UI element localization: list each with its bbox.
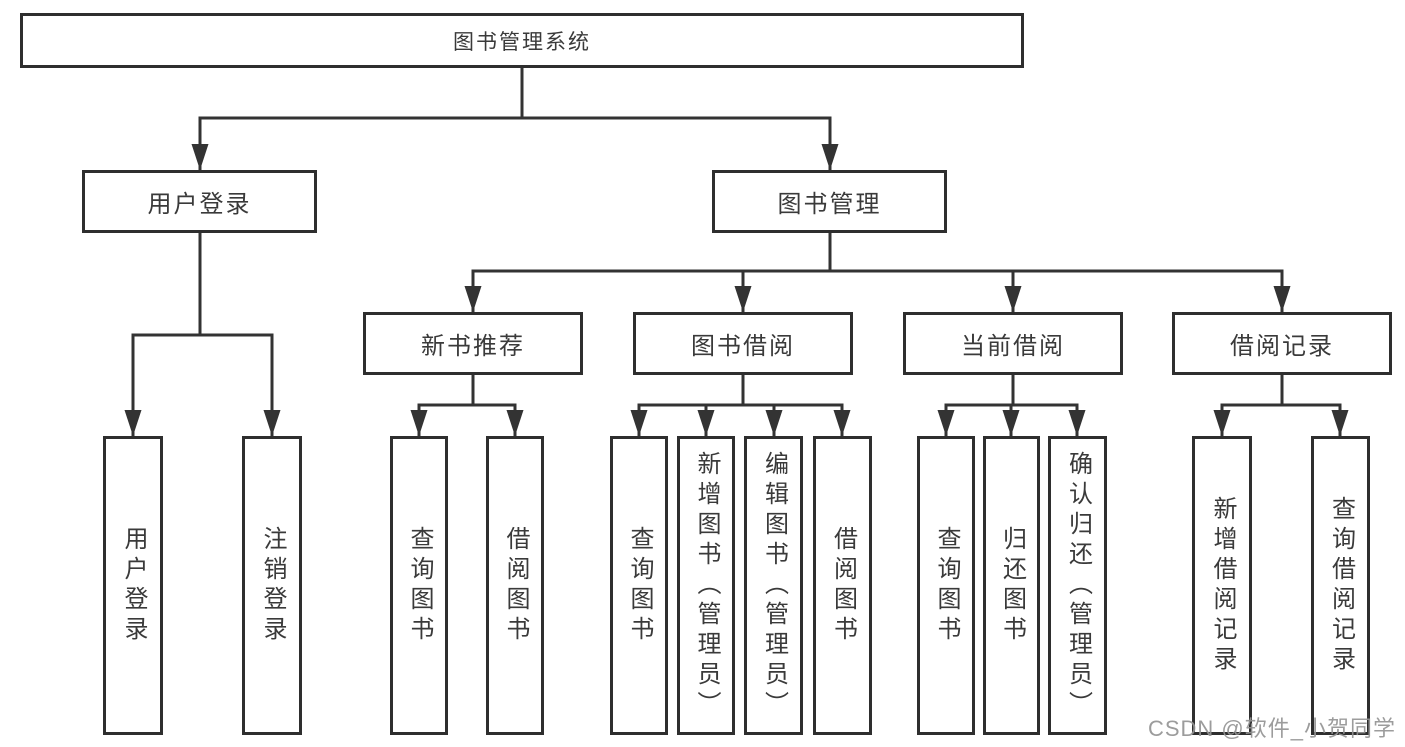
- leaf-query-books-recommend-label: 查询图书: [406, 525, 433, 646]
- node-new-book-recommendation: 新书推荐: [363, 312, 583, 375]
- node-new-book-recommendation-label: 新书推荐: [421, 333, 525, 360]
- leaf-query-books-borrowing: 查询图书: [610, 436, 668, 735]
- leaf-logout-label: 注销登录: [259, 525, 286, 646]
- node-user-login: 用户登录: [82, 170, 317, 233]
- node-book-management: 图书管理: [712, 170, 947, 233]
- leaf-borrow-books-recommend: 借阅图书: [486, 436, 544, 735]
- leaf-user-login: 用户登录: [103, 436, 163, 735]
- leaf-query-books-recommend: 查询图书: [390, 436, 448, 735]
- node-current-borrowing-label: 当前借阅: [961, 333, 1065, 360]
- leaf-query-books-current: 查询图书: [917, 436, 975, 735]
- leaf-borrow-books-borrowing: 借阅图书: [813, 436, 872, 735]
- node-borrowing-records: 借阅记录: [1172, 312, 1392, 375]
- leaf-query-borrow-record-label: 查询借阅记录: [1327, 495, 1355, 676]
- leaf-return-book: 归还图书: [983, 436, 1040, 735]
- node-library-management-system-label: 图书管理系统: [453, 30, 591, 54]
- leaf-query-books-borrowing-label: 查询图书: [626, 525, 653, 646]
- node-book-borrowing: 图书借阅: [633, 312, 853, 375]
- leaf-edit-book-admin: 编辑图书（管理员）: [744, 436, 803, 735]
- node-user-login-label: 用户登录: [147, 191, 252, 218]
- leaf-confirm-return-admin: 确认归还（管理员）: [1048, 436, 1107, 735]
- leaf-add-book-admin-label: 新增图书（管理员）: [693, 450, 720, 721]
- leaf-query-borrow-record: 查询借阅记录: [1311, 436, 1370, 735]
- node-book-borrowing-label: 图书借阅: [691, 333, 795, 360]
- leaf-return-book-label: 归还图书: [998, 525, 1026, 646]
- leaf-user-login-label: 用户登录: [120, 525, 147, 646]
- leaf-edit-book-admin-label: 编辑图书（管理员）: [760, 450, 788, 721]
- leaf-add-borrow-record-label: 新增借阅记录: [1209, 495, 1236, 676]
- leaf-add-borrow-record: 新增借阅记录: [1192, 436, 1252, 735]
- leaf-add-book-admin: 新增图书（管理员）: [677, 436, 735, 735]
- csdn-watermark: CSDN @软件_小贺同学: [1147, 716, 1396, 741]
- leaf-confirm-return-admin-label: 确认归还（管理员）: [1064, 450, 1092, 721]
- node-library-management-system: 图书管理系统: [20, 13, 1024, 68]
- leaf-borrow-books-borrowing-label: 借阅图书: [829, 525, 857, 646]
- leaf-borrow-books-recommend-label: 借阅图书: [502, 525, 529, 646]
- node-book-management-label: 图书管理: [777, 191, 882, 218]
- node-borrowing-records-label: 借阅记录: [1230, 333, 1334, 360]
- leaf-logout: 注销登录: [242, 436, 302, 735]
- leaf-query-books-current-label: 查询图书: [933, 525, 960, 646]
- node-current-borrowing: 当前借阅: [903, 312, 1123, 375]
